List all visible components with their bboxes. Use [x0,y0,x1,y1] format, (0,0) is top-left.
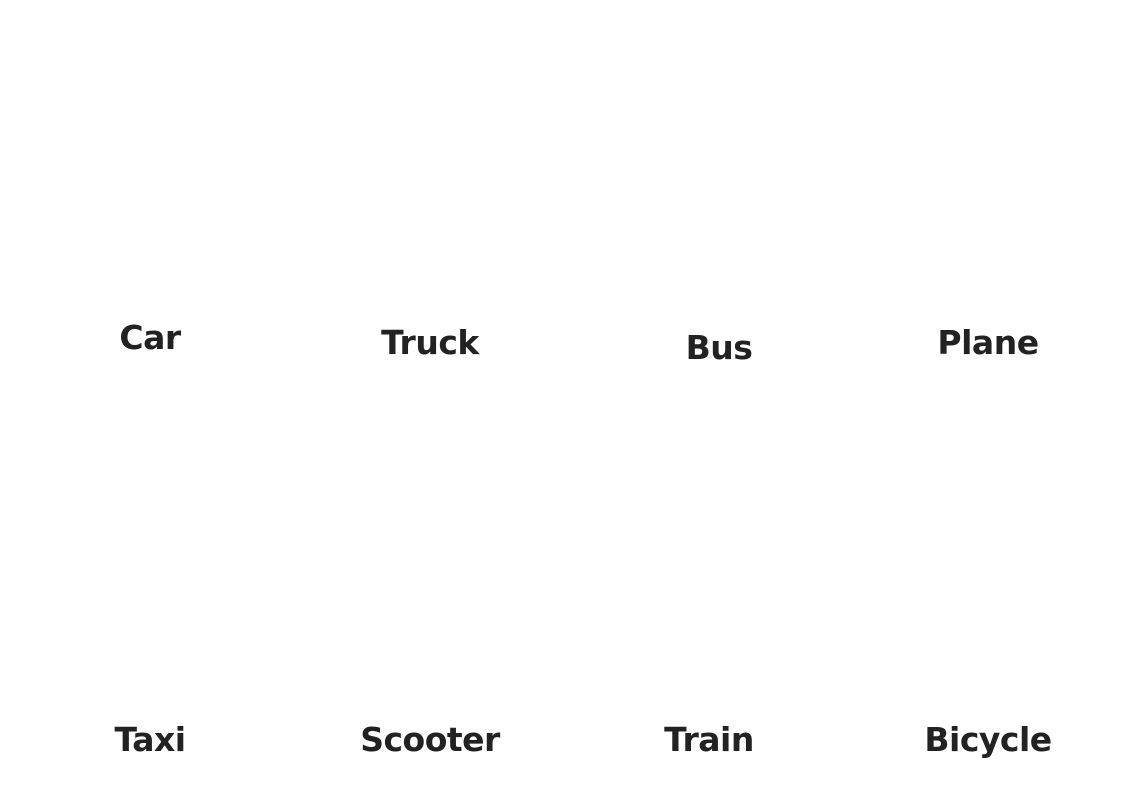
card-label-bicycle: Bicycle [924,720,1052,759]
card-label-taxi: Taxi [114,720,186,759]
card-label-bus: Bus [685,328,753,367]
card-label-train: Train [664,720,754,759]
card-label-scooter: Scooter [360,720,500,759]
card-label-truck: Truck [381,323,479,362]
card-label-car: Car [119,318,181,357]
card-label-plane: Plane [937,323,1039,362]
